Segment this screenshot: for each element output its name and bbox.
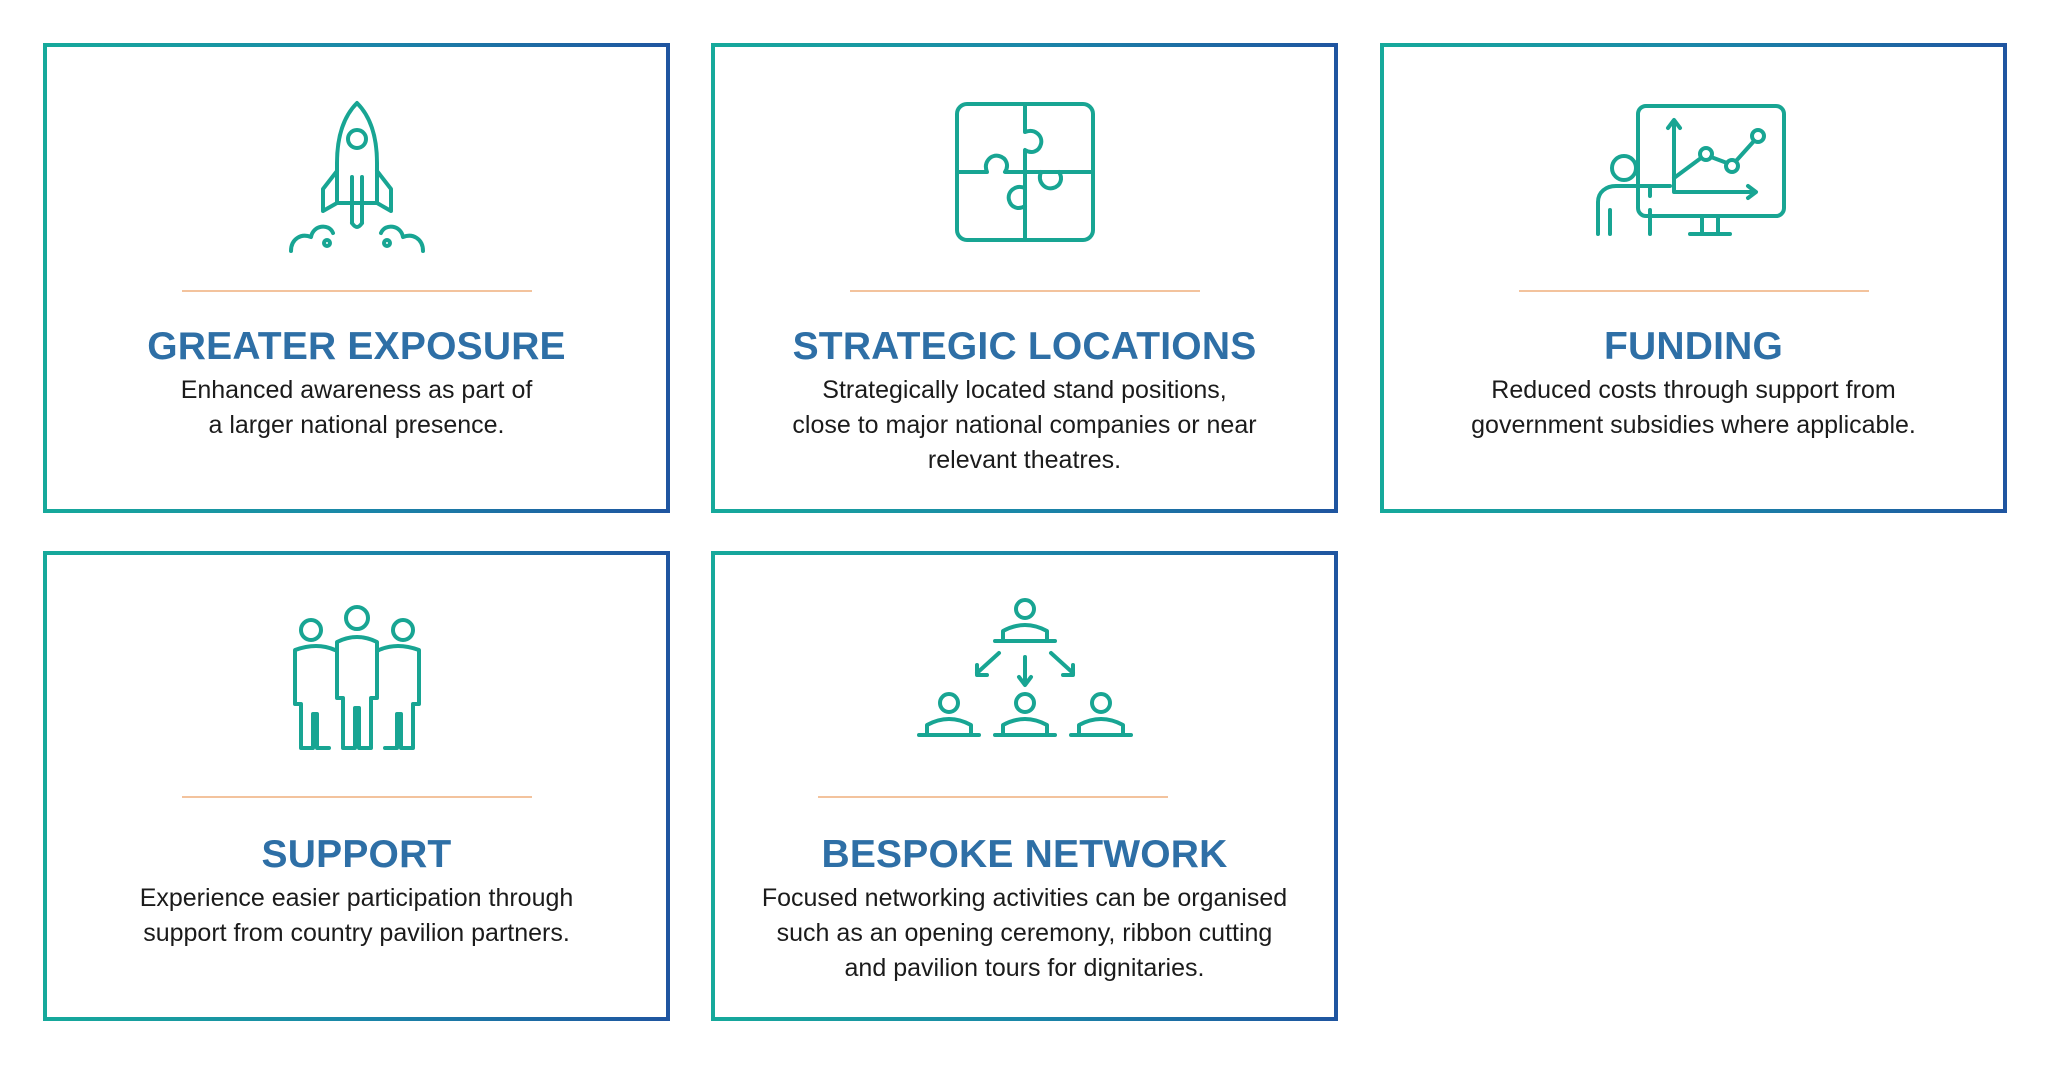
benefit-card-greater-exposure: GREATER EXPOSURE Enhanced awareness as p… xyxy=(43,43,670,513)
card-description: Focused networking activities can be org… xyxy=(761,884,1288,982)
card-description: Reduced costs through support from gover… xyxy=(1471,376,1916,439)
card-title: GREATER EXPOSURE xyxy=(147,325,566,368)
card-title: FUNDING xyxy=(1603,325,1784,368)
puzzle-icon xyxy=(945,92,1105,252)
card-title: STRATEGIC LOCATIONS xyxy=(792,325,1257,368)
divider xyxy=(849,290,1200,292)
network-hierarchy-icon xyxy=(915,593,1135,753)
group-people-icon xyxy=(277,598,437,758)
benefit-card-strategic-locations: STRATEGIC LOCATIONS Strategically locate… xyxy=(711,43,1338,513)
divider xyxy=(1518,290,1869,292)
card-description: Enhanced awareness as part of a larger n… xyxy=(180,376,533,439)
presentation-chart-icon xyxy=(1594,92,1794,252)
benefit-card-bespoke-network: BESPOKE NETWORK Focused networking activ… xyxy=(711,551,1338,1021)
divider xyxy=(817,796,1168,798)
card-title: BESPOKE NETWORK xyxy=(821,833,1228,876)
card-title: SUPPORT xyxy=(261,833,452,876)
rocket-icon xyxy=(277,93,437,253)
benefit-card-funding: FUNDING Reduced costs through support fr… xyxy=(1380,43,2007,513)
divider xyxy=(181,290,532,292)
benefit-card-support: SUPPORT Experience easier participation … xyxy=(43,551,670,1021)
divider xyxy=(181,796,532,798)
card-description: Strategically located stand positions, c… xyxy=(792,376,1257,474)
card-description: Experience easier participation through … xyxy=(139,884,574,947)
